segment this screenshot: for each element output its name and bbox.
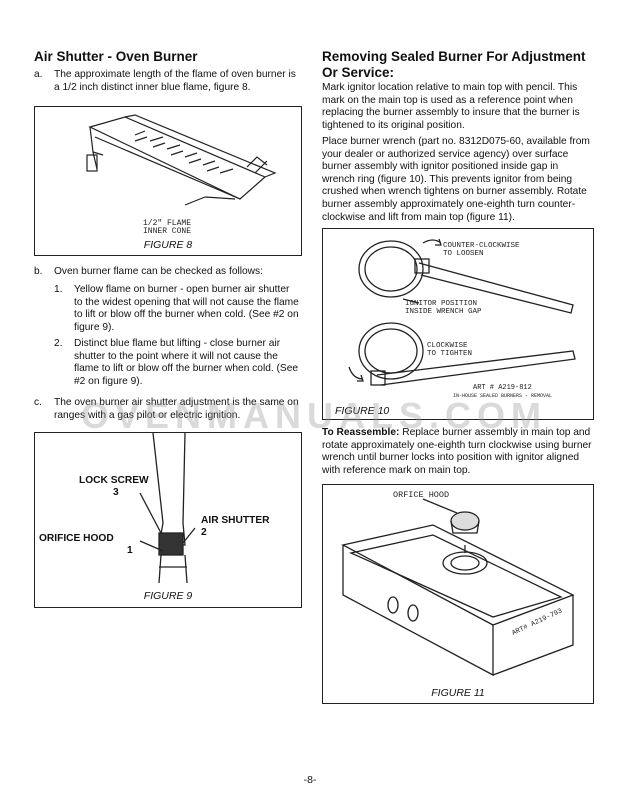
reassemble-label: To Reassemble: <box>322 427 400 438</box>
figure-10-art-number: ART # A219-812 <box>473 384 532 392</box>
paragraph-reassemble: To Reassemble: Replace burner assembly i… <box>322 427 592 477</box>
figure-9-orifice-hood-number: 1 <box>127 545 133 556</box>
figure-9-lock-screw-label: LOCK SCREW <box>79 475 149 486</box>
item-marker-b1: 1. <box>54 284 63 295</box>
figure-10-ccw-line2: TO LOOSEN <box>443 250 484 258</box>
figure-9-lock-screw-number: 3 <box>113 487 119 498</box>
reassemble-text: Replace burner assembly in main top and … <box>322 427 592 476</box>
paragraph-mark-ignitor: Mark ignitor location relative to main t… <box>322 82 580 131</box>
figure-10-ignitor-line2: INSIDE WRENCH GAP <box>405 308 482 316</box>
section-heading-air-shutter: Air Shutter - Oven Burner <box>34 49 198 64</box>
section-heading-removing-burner: Removing Sealed Burner For Adjustment Or… <box>322 49 586 80</box>
item-c-text: The oven burner air shutter adjustment i… <box>54 397 299 421</box>
item-b2-text: Distinct blue flame but lifting - close … <box>74 338 299 387</box>
figure-11-caption: FIGURE 11 <box>431 687 485 699</box>
item-marker-b: b. <box>34 266 43 277</box>
figure-10-drawing: COUNTER-CLOCKWISE TO LOOSEN IGNITOR POSI… <box>348 238 576 399</box>
item-marker-a: a. <box>34 69 43 80</box>
figure-11-orifice-label: ORFICE HOOD <box>393 490 449 500</box>
figure-10-ccw-line1: COUNTER-CLOCKWISE <box>443 242 520 250</box>
figure-8-drawing: 1/2" FLAME INNER CONE <box>86 114 277 236</box>
figure-10-cw-line1: CLOCKWISE <box>427 342 468 350</box>
figure-9-drawing <box>139 433 196 584</box>
figure-11-drawing: ORFICE HOOD ART# A219-793 <box>341 490 575 677</box>
figure-8: 1/2" FLAME INNER CONE FIGURE 8 <box>34 106 302 256</box>
figure-9-caption: FIGURE 9 <box>143 590 193 602</box>
paragraph-burner-wrench: Place burner wrench (part no. 8312D075-6… <box>322 136 590 223</box>
figure-9-orifice-hood-label: ORIFICE HOOD <box>39 533 114 544</box>
figure-9-air-shutter-label: AIR SHUTTER <box>201 515 270 526</box>
item-a-text: The approximate length of the flame of o… <box>54 69 296 93</box>
figure-10: COUNTER-CLOCKWISE TO LOOSEN IGNITOR POSI… <box>322 228 594 420</box>
item-marker-b2: 2. <box>54 338 63 349</box>
figure-11: ORFICE HOOD ART# A219-793 FIGURE 11 <box>322 484 594 704</box>
figure-10-caption: FIGURE 10 <box>335 405 390 417</box>
figure-8-label-line2: INNER CONE <box>143 227 191 236</box>
figure-10-ignitor-line1: IGNITOR POSITION <box>405 300 477 308</box>
figure-10-cw-line2: TO TIGHTEN <box>427 350 472 358</box>
figure-8-caption: FIGURE 8 <box>143 239 193 251</box>
item-marker-c: c. <box>34 397 42 408</box>
figure-11-art-number: ART# A219-793 <box>511 607 564 637</box>
item-b-text: Oven burner flame can be checked as foll… <box>54 266 263 277</box>
figure-8-label-line1: 1/2" FLAME <box>143 219 191 228</box>
item-b1-text: Yellow flame on burner - open burner air… <box>74 284 299 333</box>
figure-9-air-shutter-number: 2 <box>201 527 207 538</box>
figure-9: LOCK SCREW 3 AIR SHUTTER 2 ORIFICE HOOD … <box>34 432 302 608</box>
page-number: -8- <box>303 774 317 786</box>
figure-10-art-subtitle: IN-HOUSE SEALED BURNERS - REMOVAL <box>453 393 552 399</box>
